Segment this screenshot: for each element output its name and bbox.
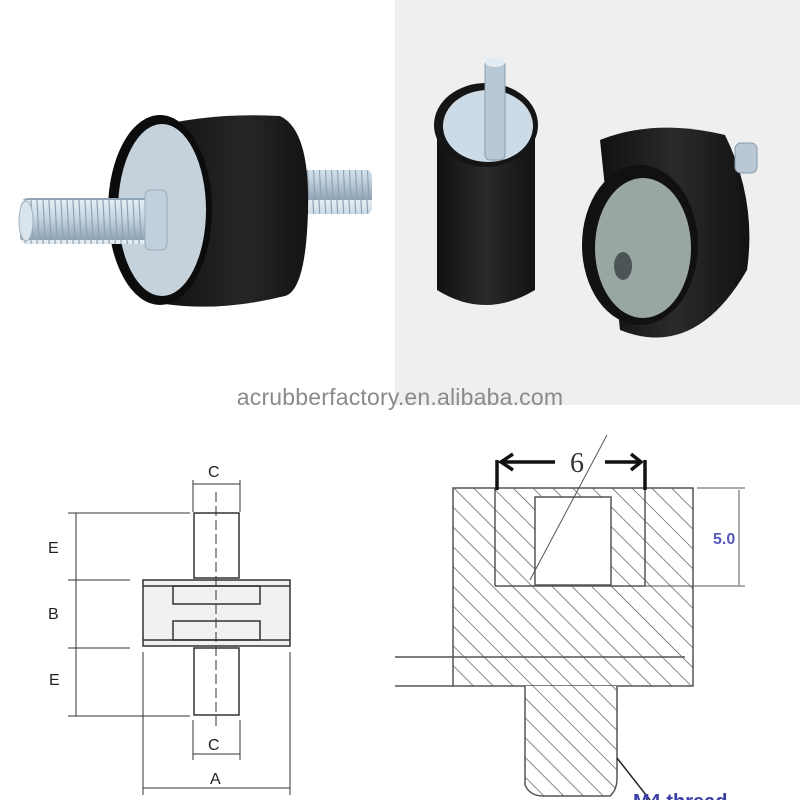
label-thread: M4 thread — [633, 791, 727, 800]
cross-section-drawing: 6 5.0 M4 thread — [395, 410, 800, 800]
label-e-bottom: E — [49, 672, 60, 689]
product-photo-two-mounts — [395, 0, 800, 405]
label-c-bottom: C — [208, 737, 220, 754]
label-e-top: E — [48, 540, 59, 557]
two-mounts-illustration — [434, 57, 758, 338]
label-depth: 5.0 — [713, 531, 735, 548]
label-a: A — [210, 771, 221, 788]
double-stud-mount-illustration — [18, 115, 372, 307]
label-b: B — [48, 606, 59, 623]
label-diameter: 6 — [570, 448, 584, 479]
product-photo-double-stud — [0, 0, 395, 410]
watermark-text: acrubberfactory.en.alibaba.com — [236, 384, 564, 410]
technical-drawing: C E B E C A — [48, 464, 291, 795]
hatched-section-drawing: 6 5.0 M4 thread — [395, 434, 745, 800]
label-c-top: C — [208, 464, 220, 481]
dimension-drawing-double-stud: C E B E C A — [0, 420, 400, 800]
